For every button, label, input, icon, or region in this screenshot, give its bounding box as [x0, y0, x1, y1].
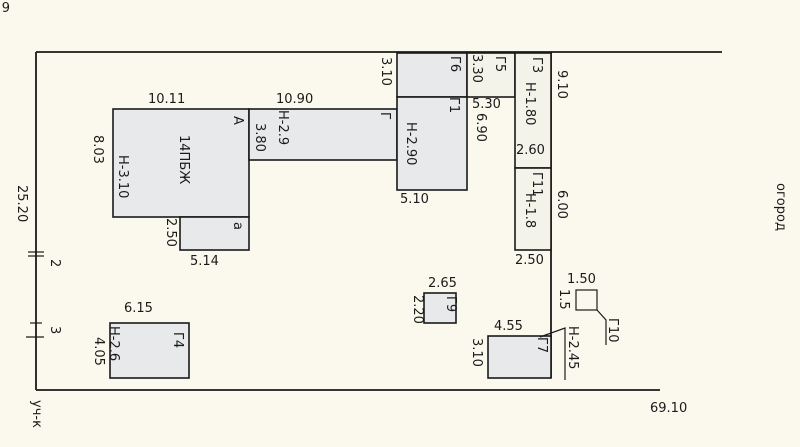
corner-fragment: 6 [2, 0, 10, 13]
house-depth: 8.03 [90, 135, 105, 164]
building-g7 [487, 335, 552, 379]
annex-width: 5.14 [190, 254, 219, 269]
g3-length: 9.10 [554, 70, 569, 99]
g10-width: 1.50 [567, 272, 596, 287]
g1-bottom: 5.10 [400, 192, 429, 207]
g7-depth: 3.10 [469, 338, 484, 367]
house-name: 14ПБЖ [176, 135, 191, 184]
neighbor-label: уч-к [29, 400, 44, 428]
g3-height: Н-1.80 [522, 82, 537, 125]
g1-side: 6.90 [473, 113, 488, 142]
house-letter: А [230, 116, 245, 125]
building-g11 [514, 167, 552, 251]
house-a [112, 108, 250, 218]
g7-letter: Г7 [534, 337, 549, 353]
g7-height: Н-2.45 [565, 326, 580, 369]
plot-bottom-dimension: 69.10 [650, 401, 687, 416]
building-g [248, 108, 398, 161]
building-g-height: Н-2.9 [275, 110, 290, 145]
g10-leader-line [596, 309, 607, 345]
g11-width: 2.50 [515, 253, 544, 268]
g10-depth: 1.5 [556, 289, 571, 310]
g5-depth: 3.30 [469, 54, 484, 83]
g11-letter: Г11 [529, 172, 544, 196]
g9-depth: 2.20 [410, 295, 425, 324]
g4-letter: Г4 [170, 332, 185, 348]
g9-width: 2.65 [428, 276, 457, 291]
house-width: 10.11 [148, 92, 185, 107]
house-height: Н-3.10 [115, 155, 130, 198]
building-g9 [423, 292, 457, 324]
g4-width: 6.15 [124, 301, 153, 316]
g3-width: 2.60 [516, 143, 545, 158]
annex-depth: 2.50 [163, 218, 178, 247]
plot-left-dimension: 25.20 [14, 185, 29, 222]
annex-a [179, 216, 250, 251]
g11-length: 6.00 [554, 190, 569, 219]
g7-width: 4.55 [494, 319, 523, 334]
building-g4 [109, 322, 190, 379]
g1-height: Н-2.90 [403, 122, 418, 165]
g6-depth: 3.10 [378, 57, 393, 86]
building-g10 [575, 289, 598, 311]
g1-top: 5.30 [472, 97, 501, 112]
g4-height: Н-2.6 [106, 326, 121, 361]
g4-depth: 4.05 [91, 337, 106, 366]
building-g-letter: Г [377, 112, 392, 120]
g6-letter: Г6 [447, 56, 462, 72]
house-front: 3.80 [252, 123, 267, 152]
building-g3 [514, 52, 552, 169]
g5-letter: Г5 [492, 56, 507, 72]
g3-letter: Г3 [529, 57, 544, 73]
garden-label: огород [773, 183, 788, 231]
plot-mark-2: 2 [47, 259, 62, 267]
building-g-width: 10.90 [276, 92, 313, 107]
annex-letter: а [230, 222, 245, 230]
g1-letter: Г1 [446, 97, 461, 113]
g7-leader-line [539, 327, 566, 380]
g11-height: Н-1.8 [522, 193, 537, 228]
plot-mark-3: 3 [47, 326, 62, 334]
building-g1 [396, 96, 468, 191]
g9-letter: Г9 [443, 296, 458, 312]
g10-letter: Г10 [605, 318, 620, 342]
